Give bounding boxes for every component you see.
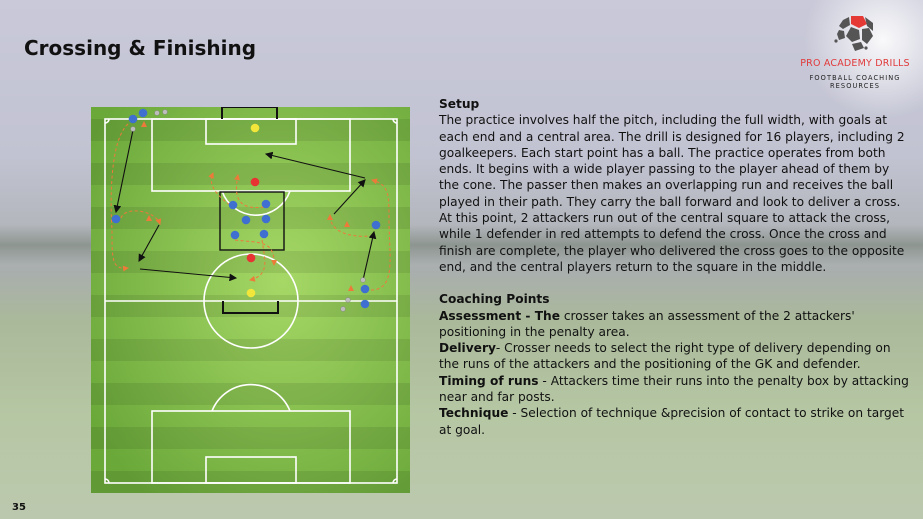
pitch-surface <box>91 107 410 493</box>
coaching-point-assessment: Assessment - The crosser takes an assess… <box>439 308 911 341</box>
coaching-point-technique: Technique - Selection of technique &prec… <box>439 405 911 438</box>
cone <box>146 215 152 221</box>
attacker <box>138 108 148 118</box>
ball <box>162 109 168 115</box>
halfway-goal <box>222 301 279 314</box>
football-logo-icon <box>834 16 873 51</box>
goalkeeper <box>246 288 256 298</box>
cone <box>141 121 147 127</box>
ball <box>130 126 136 132</box>
point-label: Assessment - The <box>439 308 560 323</box>
balls <box>130 109 366 312</box>
description-panel: Setup The practice involves half the pit… <box>439 96 911 438</box>
ball <box>345 297 351 303</box>
attacker <box>261 199 271 209</box>
attacker <box>360 284 370 294</box>
attacker <box>371 220 381 230</box>
attackers <box>111 108 381 309</box>
ball <box>154 110 160 116</box>
coaching-heading: Coaching Points <box>439 292 550 307</box>
coaching-point-timing: Timing of runs - Attackers time their ru… <box>439 373 911 406</box>
defender <box>246 253 256 263</box>
attacker <box>228 200 238 210</box>
attacker <box>259 229 269 239</box>
attacker <box>360 299 370 309</box>
attacker <box>230 230 240 240</box>
goals-and-square <box>219 107 285 314</box>
run-paths <box>110 123 391 291</box>
point-label: Technique <box>439 406 509 421</box>
attacker <box>111 214 121 224</box>
cone <box>344 221 350 227</box>
point-text: - Crosser needs to select the right type… <box>439 341 891 372</box>
logo-tagline: FOOTBALL COACHING RESOURCES <box>809 74 901 90</box>
coaching-point-delivery: Delivery- Crosser needs to select the ri… <box>439 340 911 373</box>
point-text: - Selection of technique &precision of c… <box>439 406 905 437</box>
drill-diagram <box>91 107 410 493</box>
attacker <box>128 114 138 124</box>
cone <box>348 285 354 291</box>
defenders <box>246 177 260 263</box>
point-text: crosser takes an assessment of the 2 att… <box>439 308 855 339</box>
goalkeeper <box>250 123 260 133</box>
defender <box>250 177 260 187</box>
central-square <box>219 191 285 251</box>
logo: PRO ACADEMY DRILLS FOOTBALL COACHING RES… <box>790 14 920 90</box>
setup-body: The practice involves half the pitch, in… <box>439 113 905 274</box>
attacker <box>261 214 271 224</box>
ball <box>360 277 366 283</box>
ball <box>340 306 346 312</box>
slide-title: Crossing & Finishing <box>24 36 257 60</box>
setup-heading: Setup <box>439 97 480 111</box>
cones <box>141 121 354 291</box>
point-text: - Attackers time their runs into the pen… <box>439 373 909 405</box>
logo-name: PRO ACADEMY DRILLS <box>800 58 910 69</box>
point-label: Timing of runs <box>439 373 539 388</box>
goalkeepers <box>246 123 260 298</box>
top-goal <box>221 107 278 119</box>
attacker <box>241 215 251 225</box>
pitch-markings <box>104 118 398 484</box>
page-number: 35 <box>12 502 26 513</box>
pass-arrows <box>113 129 377 282</box>
point-label: Delivery <box>439 341 496 356</box>
